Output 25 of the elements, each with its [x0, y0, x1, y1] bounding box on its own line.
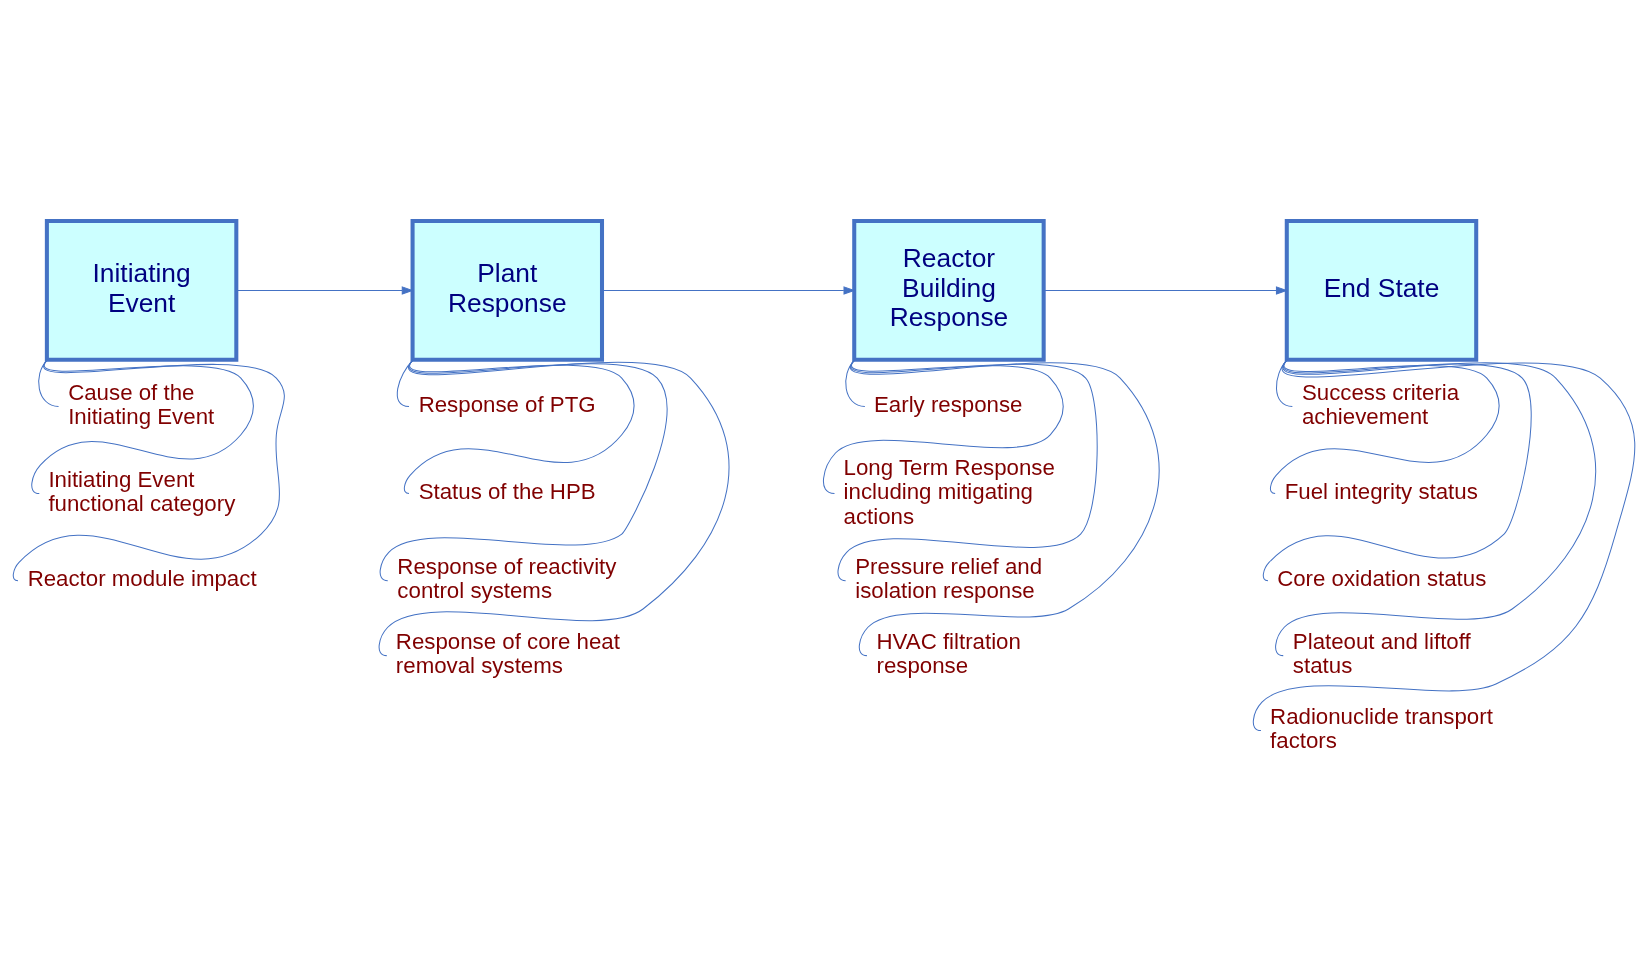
arrow [601, 285, 856, 295]
node-text: Reactor module impact [27, 565, 257, 591]
connector [849, 358, 1160, 656]
connector [378, 358, 730, 656]
node-text: Response of core heat removal systems [395, 628, 620, 678]
node-box: Plant Response [410, 218, 605, 362]
node-box: Initiating Event [44, 218, 239, 362]
node-text: Cause of the Initiating Event [68, 379, 215, 429]
node-text: Response of PTG [418, 391, 596, 417]
node-text: Long Term Response including mitigating actions [843, 454, 1055, 529]
node-box: End State [1284, 218, 1479, 362]
node-text: Response of reactivity control systems [397, 553, 617, 603]
node-text: Radionuclide transport factors [1270, 703, 1493, 753]
arrow [236, 285, 414, 295]
node-text: Initiating Event functional category [48, 466, 236, 516]
node-text: Pressure relief and isolation response [855, 553, 1043, 603]
node-text: Early response [873, 391, 1023, 417]
node-text: Plateout and liftoff status [1292, 628, 1471, 678]
connector [1252, 358, 1636, 731]
node-text: Success criteria achievement [1301, 379, 1460, 429]
node-text: Fuel integrity status [1284, 478, 1478, 504]
node-box: Reactor Building Response [852, 218, 1046, 362]
node-text: HVAC filtration response [876, 628, 1021, 678]
node-text: Core oxidation status [1277, 565, 1487, 591]
node-text: Status of the HPB [418, 478, 596, 504]
